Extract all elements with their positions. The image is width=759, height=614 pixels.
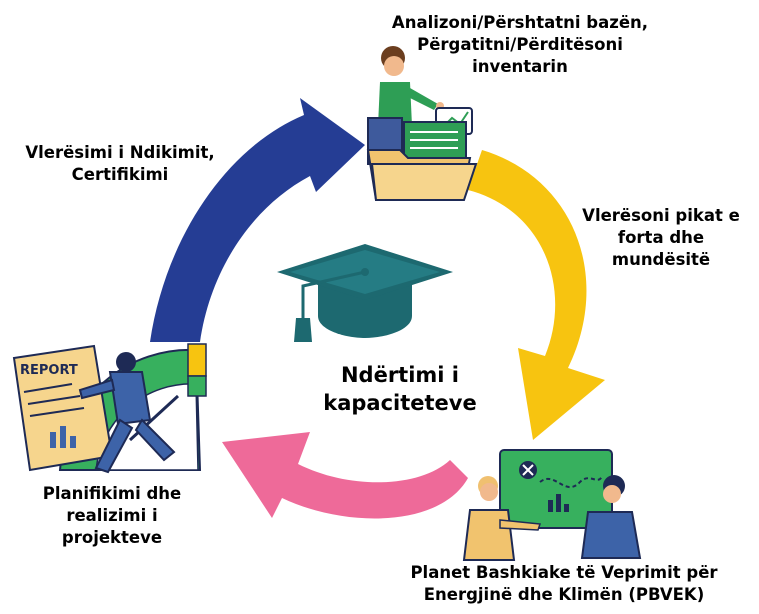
step-label-line: projekteve [61, 527, 163, 547]
step-label-assess-strengths: Vlerësoni pikat e forta dhe mundësitë [566, 205, 756, 270]
graduation-cap-icon [277, 244, 453, 342]
step-label-impact-assessment: Vlerësimi i Ndikimit, Certifikimi [0, 142, 240, 186]
step-label-line: Certifikimi [71, 164, 169, 184]
step-label-line: forta dhe [617, 227, 705, 247]
step-label-action-plans: Planet Bashkiake të Veprimit për Energji… [370, 562, 758, 606]
step-label-line: Analizoni/Përshtatni bazën, [391, 13, 649, 32]
report-runner-illustration: REPORT [12, 343, 207, 474]
meeting-board-illustration [462, 449, 642, 561]
step-label-line: Planet Bashkiake të Veprimit për [410, 563, 718, 582]
center-title-line: kapaciteteve [323, 390, 477, 415]
step-label-line: Planifikimi dhe [42, 484, 182, 503]
step-label-line: Vlerësoni pikat e [582, 206, 740, 225]
step-label-line: inventarin [472, 56, 568, 76]
step-label-line: Përgatitni/Përditësoni [417, 34, 623, 54]
cycle-arrow-pink [222, 432, 468, 519]
step-label-analyze-baseline: Analizoni/Përshtatni bazën, Përgatitni/P… [355, 12, 685, 77]
cycle-arrow-yellow [468, 150, 605, 440]
step-label-line: Energjinë dhe Klimën (PBVEK) [423, 584, 705, 604]
cycle-arrow-blue [150, 98, 365, 342]
center-title-line: Ndërtimi i [340, 363, 460, 387]
step-label-line: Vlerësimi i Ndikimit, [25, 143, 215, 162]
step-label-project-planning: Planifikimi dhe realizimi i projekteve [12, 483, 212, 548]
report-label: REPORT [20, 363, 78, 378]
step-label-line: realizimi i [66, 505, 158, 525]
folder-analysis-illustration [366, 46, 478, 201]
center-title: Ndërtimi i kapaciteteve [300, 362, 500, 417]
step-label-line: mundësitë [611, 249, 711, 269]
